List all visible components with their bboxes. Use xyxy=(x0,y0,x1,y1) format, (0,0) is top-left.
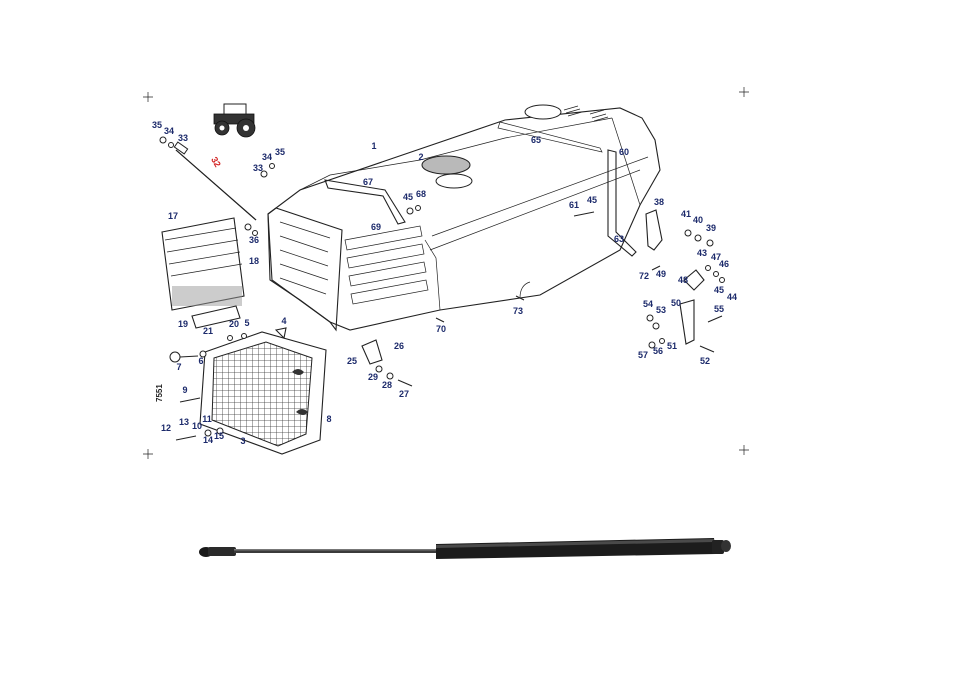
callout-33: 33 xyxy=(178,133,188,143)
latch-assembly xyxy=(573,209,725,291)
drawing-code: 7551 xyxy=(155,384,164,402)
gas-strut-photo xyxy=(199,538,731,559)
callout-5: 5 xyxy=(244,318,249,328)
callout-54: 54 xyxy=(643,299,653,309)
callout-35: 35 xyxy=(152,120,162,130)
callout-61: 61 xyxy=(569,200,579,210)
callout-50: 50 xyxy=(671,298,681,308)
callout-32: 32 xyxy=(209,155,223,169)
callout-34: 34 xyxy=(164,126,174,136)
callout-3: 3 xyxy=(240,436,245,446)
callout-36: 36 xyxy=(249,235,259,245)
callout-39: 39 xyxy=(706,223,716,233)
callout-53: 53 xyxy=(656,305,666,315)
callout-47: 47 xyxy=(711,252,721,262)
callout-45: 45 xyxy=(403,192,413,202)
gas-strut-32 xyxy=(159,136,275,236)
callout-38: 38 xyxy=(654,197,664,207)
callout-40: 40 xyxy=(693,215,703,225)
callout-21: 21 xyxy=(203,326,213,336)
callout-4: 4 xyxy=(281,316,286,326)
callout-8: 8 xyxy=(326,414,331,424)
callout-9: 9 xyxy=(182,385,187,395)
callout-20: 20 xyxy=(229,319,239,329)
callout-70: 70 xyxy=(436,324,446,334)
catch-assembly xyxy=(646,299,723,353)
callout-17: 17 xyxy=(168,211,178,221)
callout-48: 48 xyxy=(678,275,688,285)
callout-65: 65 xyxy=(531,135,541,145)
hinge-plate-17 xyxy=(161,217,245,329)
registration-marks xyxy=(143,87,749,459)
callout-43: 43 xyxy=(697,248,707,258)
callout-25: 25 xyxy=(347,356,357,366)
engine-hood xyxy=(267,104,661,332)
callout-7: 7 xyxy=(176,362,181,372)
callout-18: 18 xyxy=(249,256,259,266)
callout-45: 45 xyxy=(714,285,724,295)
callout-11: 11 xyxy=(202,414,212,424)
callout-12: 12 xyxy=(161,423,171,433)
callout-35: 35 xyxy=(275,147,285,157)
callout-60: 60 xyxy=(619,147,629,157)
callout-26: 26 xyxy=(394,341,404,351)
callout-55: 55 xyxy=(714,304,724,314)
callout-6: 6 xyxy=(198,356,203,366)
callout-1: 1 xyxy=(371,141,376,151)
callout-44: 44 xyxy=(727,292,737,302)
callout-45: 45 xyxy=(587,195,597,205)
callout-73: 73 xyxy=(513,306,523,316)
tractor-thumbnail-icon xyxy=(213,103,256,138)
front-grille-3 xyxy=(199,331,327,455)
callout-72: 72 xyxy=(639,271,649,281)
callout-57: 57 xyxy=(638,350,648,360)
callout-41: 41 xyxy=(681,209,691,219)
callout-27: 27 xyxy=(399,389,409,399)
callout-52: 52 xyxy=(700,356,710,366)
callout-46: 46 xyxy=(719,259,729,269)
callout-2: 2 xyxy=(418,152,423,162)
callout-15: 15 xyxy=(214,431,224,441)
callout-10: 10 xyxy=(192,421,202,431)
callout-28: 28 xyxy=(382,380,392,390)
callout-69: 69 xyxy=(371,222,381,232)
callout-63: 63 xyxy=(614,234,624,244)
callout-33: 33 xyxy=(253,163,263,173)
callout-34: 34 xyxy=(262,152,272,162)
callout-14: 14 xyxy=(203,435,213,445)
callout-19: 19 xyxy=(178,319,188,329)
callout-29: 29 xyxy=(368,372,378,382)
callout-68: 68 xyxy=(416,189,426,199)
callout-49: 49 xyxy=(656,269,666,279)
fasteners-center xyxy=(361,205,525,387)
callout-56: 56 xyxy=(653,346,663,356)
callout-13: 13 xyxy=(179,417,189,427)
callout-51: 51 xyxy=(667,341,677,351)
fasteners-left xyxy=(169,327,287,441)
callout-67: 67 xyxy=(363,177,373,187)
